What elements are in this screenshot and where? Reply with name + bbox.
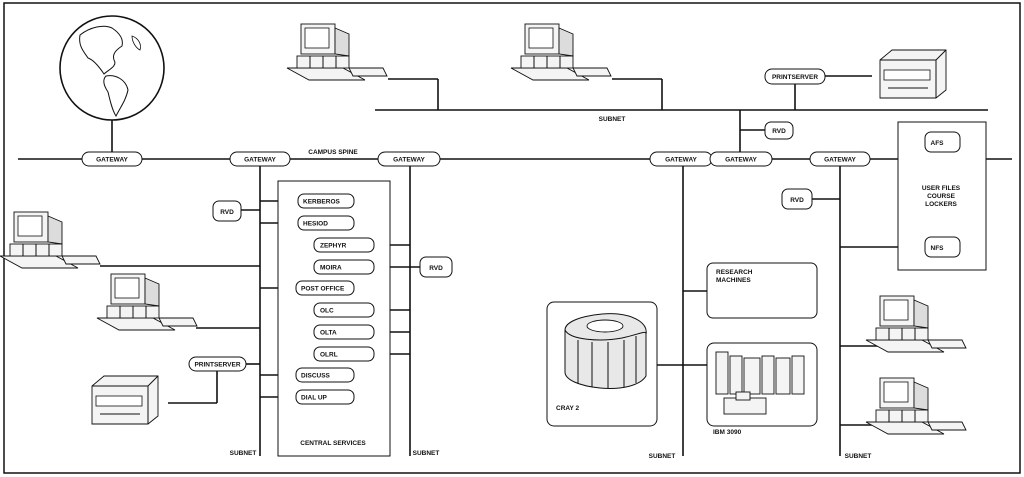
svg-text:RVD: RVD xyxy=(220,209,234,216)
gateway-node: GATEWAY xyxy=(709,151,773,167)
subnet-label: SUBNET xyxy=(845,453,872,460)
research-machines-box: RESEARCH MACHINES xyxy=(706,262,818,319)
afs-node xyxy=(924,131,961,153)
gateway-node: GATEWAY xyxy=(649,151,713,167)
service-node-olta: OLTA xyxy=(313,324,375,340)
user-files-panel: AFS USER FILES COURSE LOCKERS NFS xyxy=(897,121,987,271)
svg-text:KERBEROS: KERBEROS xyxy=(303,199,341,206)
rvd-node: RVD xyxy=(419,256,453,278)
subnet-label: SUBNET xyxy=(599,116,626,123)
svg-text:PRINTSERVER: PRINTSERVER xyxy=(772,74,818,81)
workstation-icon xyxy=(865,295,967,353)
svg-text:GATEWAY: GATEWAY xyxy=(96,157,128,164)
printer-icon xyxy=(879,49,947,99)
network-lines xyxy=(18,75,1012,456)
printer-icon xyxy=(91,375,159,425)
service-node-post-office: POST OFFICE xyxy=(295,280,355,296)
subnet-label: SUBNET xyxy=(649,453,676,460)
printserver-node: PRINTSERVER xyxy=(764,68,826,85)
svg-text:GATEWAY: GATEWAY xyxy=(393,157,425,164)
svg-text:AFS: AFS xyxy=(931,140,945,147)
svg-text:LOCKERS: LOCKERS xyxy=(925,201,957,208)
svg-text:HESIOD: HESIOD xyxy=(303,221,328,228)
printserver-node: PRINTSERVER xyxy=(188,356,247,372)
rvd-node: RVD xyxy=(764,121,794,140)
service-node-moira: MOIRA xyxy=(313,259,375,275)
service-node-olrl: OLRL xyxy=(313,346,375,362)
rvd-node: RVD xyxy=(781,188,813,210)
subnet-label: SUBNET xyxy=(413,450,440,457)
svg-text:RESEARCH: RESEARCH xyxy=(716,269,753,276)
gateway-node: GATEWAY xyxy=(377,151,441,167)
svg-text:MACHINES: MACHINES xyxy=(716,277,751,284)
svg-text:USER FILES: USER FILES xyxy=(922,185,961,192)
campus-spine-label: CAMPUS SPINE xyxy=(308,149,358,156)
svg-text:CRAY 2: CRAY 2 xyxy=(556,405,580,412)
workstation-icon xyxy=(0,211,101,269)
svg-text:PRINTSERVER: PRINTSERVER xyxy=(194,362,240,369)
svg-text:MOIRA: MOIRA xyxy=(320,265,342,272)
svg-text:DIAL UP: DIAL UP xyxy=(301,395,328,402)
svg-text:CENTRAL SERVICES: CENTRAL SERVICES xyxy=(300,440,366,447)
gateway-node: GATEWAY xyxy=(81,151,143,167)
workstation-icon xyxy=(510,23,612,81)
ibm-3090-mainframe: IBM 3090 xyxy=(706,342,818,436)
svg-text:RVD: RVD xyxy=(429,265,443,272)
rvd-node: RVD xyxy=(212,200,242,222)
svg-text:GATEWAY: GATEWAY xyxy=(244,157,276,164)
internet-globe-icon xyxy=(59,15,165,121)
nfs-node xyxy=(924,236,961,258)
subnet-label: SUBNET xyxy=(230,450,257,457)
service-node-zephyr: ZEPHYR xyxy=(313,237,375,253)
gateway-node: GATEWAY xyxy=(229,151,291,167)
cray-2-supercomputer: CRAY 2 xyxy=(546,301,658,427)
workstation-icon xyxy=(96,273,198,331)
svg-text:OLTA: OLTA xyxy=(320,330,337,337)
svg-text:POST OFFICE: POST OFFICE xyxy=(301,286,345,293)
gateway-node: GATEWAY xyxy=(809,151,871,167)
svg-text:COURSE: COURSE xyxy=(927,193,955,200)
svg-text:OLRL: OLRL xyxy=(320,352,338,359)
service-node-hesiod: HESIOD xyxy=(297,215,355,231)
svg-text:GATEWAY: GATEWAY xyxy=(725,157,757,164)
svg-text:ZEPHYR: ZEPHYR xyxy=(320,243,347,250)
svg-text:GATEWAY: GATEWAY xyxy=(665,157,697,164)
workstation-icon xyxy=(865,377,967,435)
svg-text:RVD: RVD xyxy=(790,197,804,204)
service-node-dial-up: DIAL UP xyxy=(295,389,355,405)
service-node-discuss: DISCUSS xyxy=(295,367,355,383)
workstation-icon xyxy=(286,23,388,81)
diagram-frame xyxy=(3,2,1021,474)
svg-text:IBM 3090: IBM 3090 xyxy=(713,429,742,436)
svg-text:OLC: OLC xyxy=(320,308,334,315)
service-node-olc: OLC xyxy=(313,302,375,318)
service-node-kerberos: KERBEROS xyxy=(297,193,355,209)
svg-text:DISCUSS: DISCUSS xyxy=(301,373,331,380)
svg-text:RVD: RVD xyxy=(772,128,786,135)
svg-text:GATEWAY: GATEWAY xyxy=(824,157,856,164)
svg-text:NFS: NFS xyxy=(931,245,945,252)
